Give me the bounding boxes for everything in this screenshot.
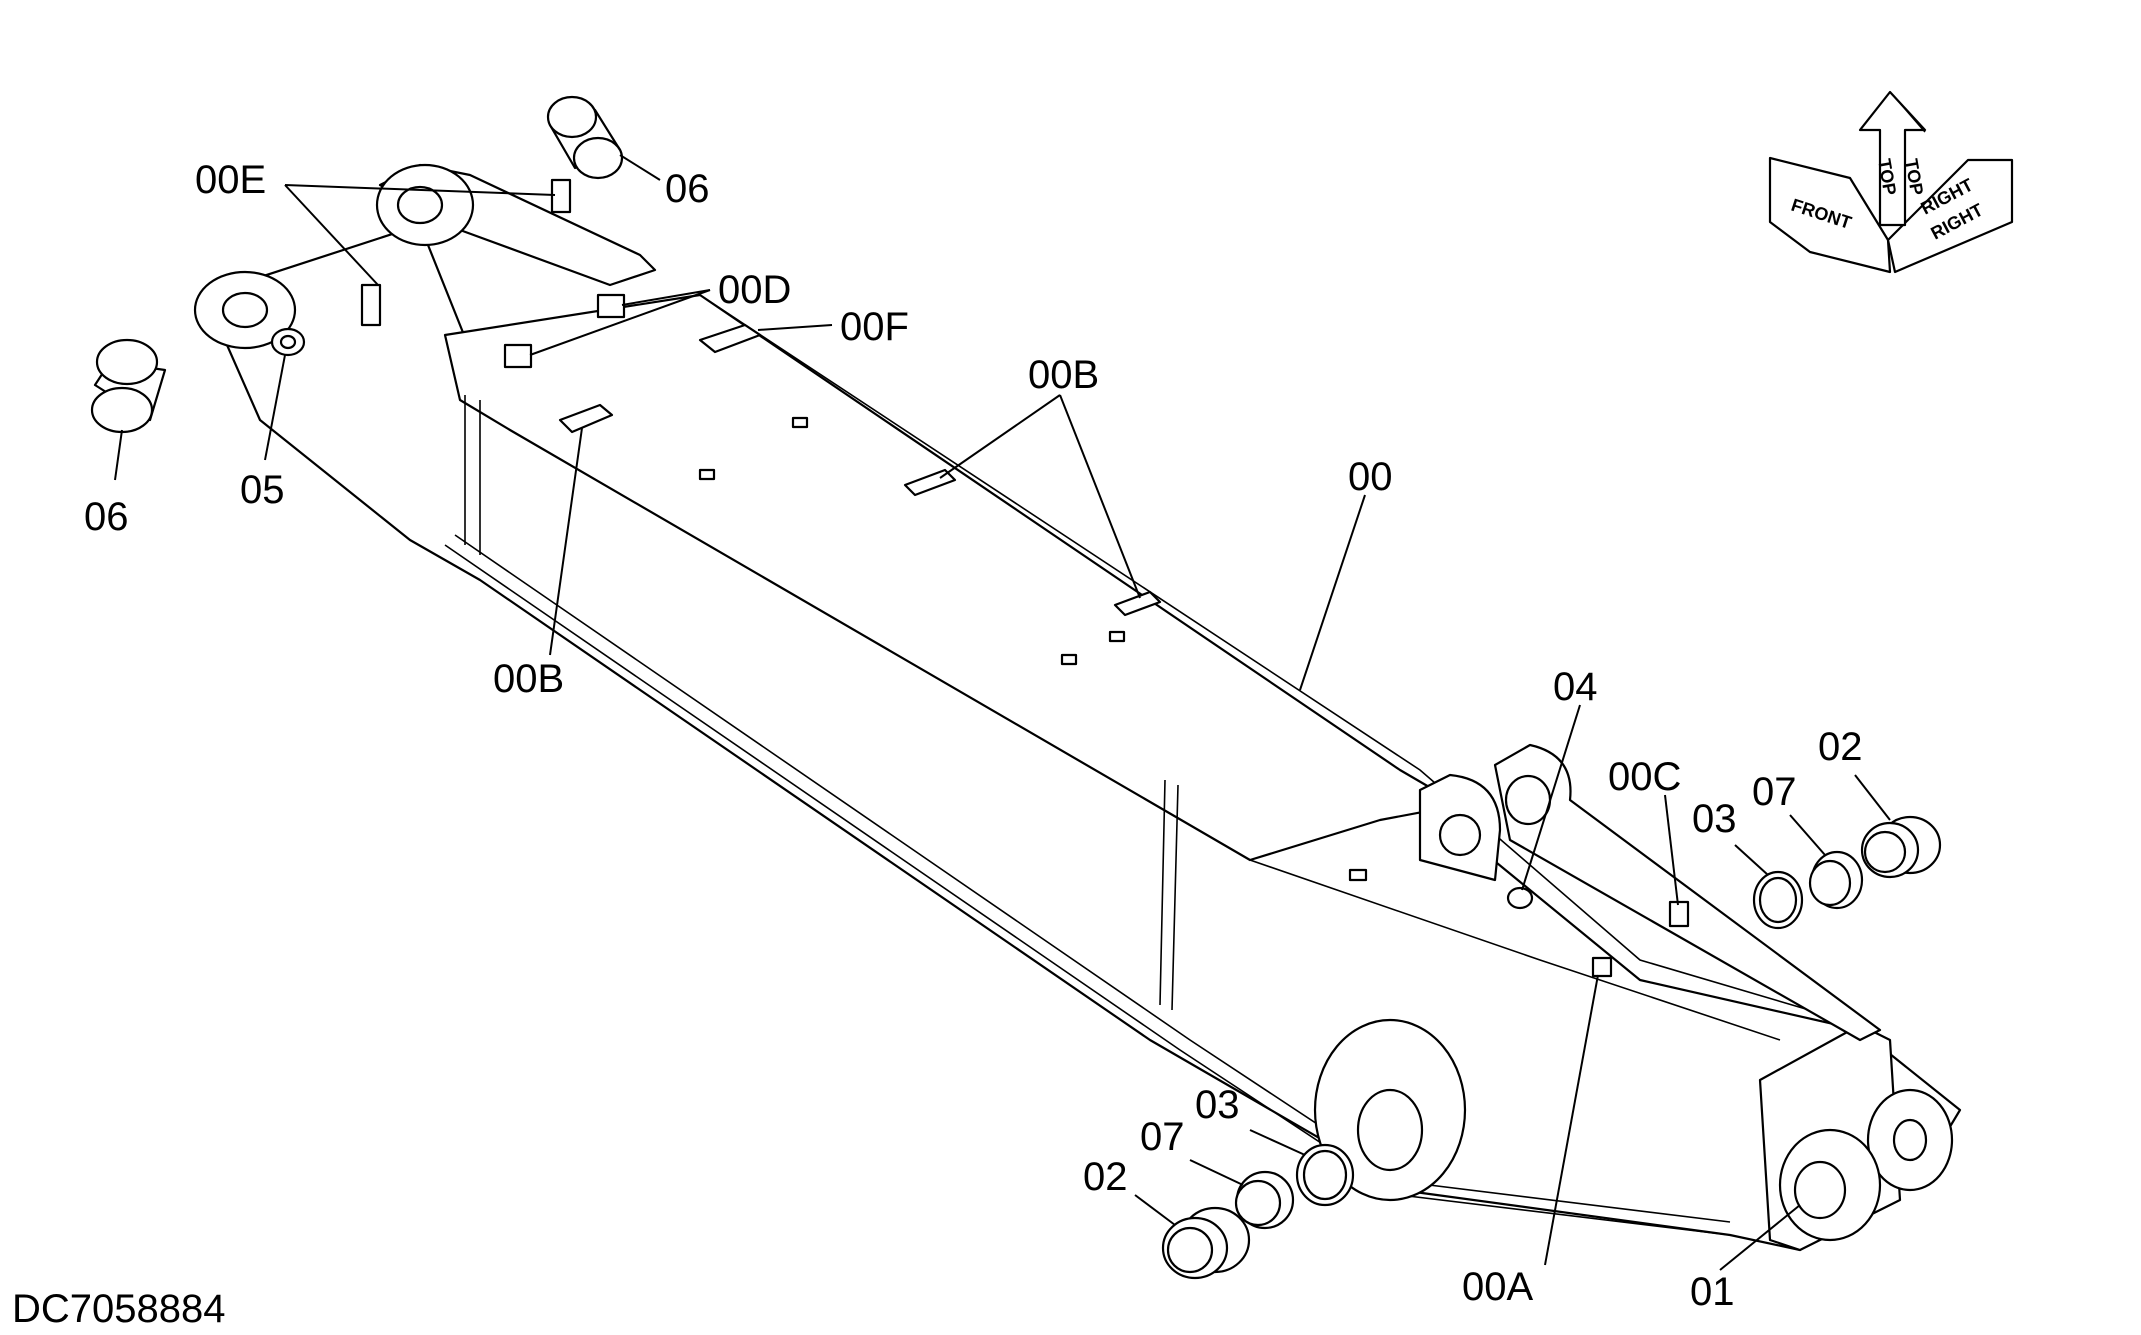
callout-02-bottom: 02 xyxy=(1083,1155,1128,1199)
boom-top-edge-inner xyxy=(509,429,1781,1041)
bushing-07-bottom xyxy=(1234,1170,1295,1230)
bracket-00D-a xyxy=(503,343,533,369)
callout-00B-left: 00B xyxy=(493,657,564,701)
boom-bottom-edge xyxy=(444,544,1731,1236)
bracket-00B-a xyxy=(558,403,614,434)
pin-boss-05 xyxy=(270,327,306,357)
ring-03-right xyxy=(1752,870,1804,930)
orientation-icon: FRONT TOP TOP RIGHT RIGHT xyxy=(1768,90,2014,274)
front-upper-lug-hole xyxy=(1438,813,1482,857)
bushing-02-bottom xyxy=(1161,1206,1251,1280)
bracket-00D-b xyxy=(596,293,626,319)
boom-body xyxy=(203,163,1962,1252)
callout-06-left: 06 xyxy=(84,495,129,539)
bracket-00F xyxy=(698,323,762,354)
callout-02-right: 02 xyxy=(1818,725,1863,769)
callout-00A: 00A xyxy=(1462,1265,1533,1309)
bushing-07-right xyxy=(1808,850,1864,910)
callout-00E: 00E xyxy=(195,158,266,202)
front-arm-boss-01 xyxy=(1778,1128,1882,1242)
bracket-00C xyxy=(1668,900,1690,928)
bushing-06-left xyxy=(90,338,167,434)
small-pads xyxy=(698,416,1368,882)
callout-07-bottom: 07 xyxy=(1140,1115,1185,1159)
callout-06-top: 06 xyxy=(665,167,710,211)
bracket-00A xyxy=(1591,956,1613,978)
boom-web-line-rear xyxy=(464,395,481,555)
front-arm-boss xyxy=(1866,1088,1954,1192)
bushing-06-top xyxy=(546,95,624,180)
foot-pin-boss xyxy=(1313,1018,1467,1202)
rear-boss-left xyxy=(193,270,297,350)
ring-03-bottom xyxy=(1295,1143,1355,1207)
callout-03-right: 03 xyxy=(1692,797,1737,841)
callout-01: 01 xyxy=(1690,1270,1735,1314)
boom-web-line-mid xyxy=(1159,779,1179,1011)
callout-00D: 00D xyxy=(718,268,791,312)
rear-boss-upper xyxy=(375,163,475,247)
callout-07-right: 07 xyxy=(1752,770,1797,814)
callout-03-bottom: 03 xyxy=(1195,1083,1240,1127)
leader-lines xyxy=(114,154,1891,1271)
bushing-02-right xyxy=(1860,815,1942,879)
callout-04: 04 xyxy=(1553,665,1598,709)
boom-top-flange xyxy=(443,293,1462,862)
boom-front-lug-plate xyxy=(1493,743,1882,1042)
callout-00: 00 xyxy=(1348,455,1393,499)
boom-bottom-edge-inner xyxy=(454,534,1731,1223)
boss-04 xyxy=(1506,886,1534,910)
bracket-00E-b xyxy=(550,178,572,214)
front-upper-lug-hole-2 xyxy=(1504,774,1552,826)
drawing-number: DC7058884 xyxy=(12,1287,226,1331)
callout-00B-top: 00B xyxy=(1028,353,1099,397)
callout-00F: 00F xyxy=(840,305,909,349)
bracket-00E-a xyxy=(360,283,382,327)
callout-00C: 00C xyxy=(1608,755,1681,799)
callout-05: 05 xyxy=(240,468,285,512)
